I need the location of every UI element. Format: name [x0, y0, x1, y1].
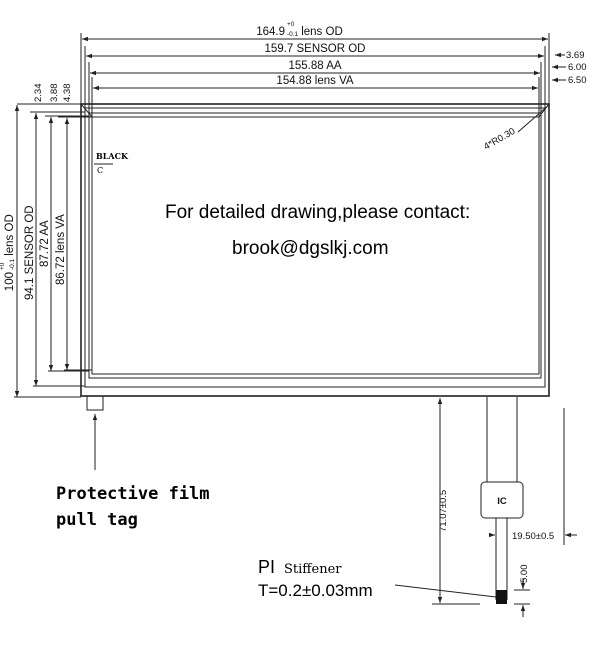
- pull-tag: [86, 395, 104, 411]
- pull-tag-label-2: pull tag: [56, 510, 138, 530]
- dim-right-3: 6.50: [568, 75, 587, 86]
- stiffener-label: Stiffener: [284, 562, 342, 577]
- ic-chip: [480, 481, 524, 519]
- pull-tag-label-1: Protective film: [56, 484, 210, 504]
- dim-left-lens-od-label: lens OD: [4, 214, 16, 256]
- dim-left-lens-od-tol-plus: +0: [0, 262, 6, 270]
- dim-lens-od: 164.9 +0 -0.1 lens OD: [256, 21, 343, 38]
- dim-left-lens-va: 86.72 lens VA: [55, 214, 67, 285]
- dim-aa: 155.88 AA: [288, 60, 341, 72]
- dim-right-2: 6.00: [568, 62, 587, 73]
- va-outline: [91, 116, 540, 375]
- dim-stiffener-length: 5.00: [519, 565, 530, 584]
- dim-right-1: 3.69: [566, 50, 585, 61]
- dim-lens-od-label: lens OD: [301, 26, 343, 38]
- dim-fpc-length: 71.07±0.5: [438, 490, 449, 532]
- ic-label: IC: [497, 496, 507, 507]
- dim-left-sensor-od: 94.1 SENSOR OD: [24, 205, 36, 300]
- dim-left-lens-od: 100 +0 -0.1 lens OD: [0, 214, 16, 291]
- ink-code-label: C: [97, 166, 103, 175]
- contact-note: For detailed drawing,please contact:: [165, 202, 470, 223]
- dim-left-small-3: 4.38: [62, 84, 73, 103]
- sensor-od-outline: [84, 107, 546, 388]
- stiffener-block: [496, 590, 507, 604]
- fpc-cable: IC: [480, 397, 524, 604]
- contact-email: brook@dgslkj.com: [232, 238, 389, 259]
- lens-od-outline: [80, 103, 550, 397]
- dim-left-lens-od-tol-minus: -0.1: [9, 258, 16, 270]
- dim-left-aa: 87.72 AA: [39, 220, 51, 267]
- stiffener-thickness: T=0.2±0.03mm: [258, 581, 373, 600]
- dim-left-lens-od-value: 100: [4, 272, 16, 291]
- corner-radius-label: 4*R0.30: [482, 126, 517, 153]
- stiffener-material: PI: [258, 557, 275, 577]
- ink-color-label: BLACK: [96, 151, 129, 161]
- dim-left-small-1: 2.34: [33, 84, 44, 103]
- dim-sensor-od: 159.7 SENSOR OD: [265, 43, 366, 55]
- dim-lens-od-value: 164.9: [256, 26, 285, 38]
- dim-fpc-offset: 19.50±0.5: [512, 531, 554, 542]
- panel-outline: [80, 103, 550, 397]
- dim-lens-va: 154.88 lens VA: [276, 75, 353, 87]
- dim-lens-od-tol-plus: +0: [287, 21, 295, 28]
- extension-lines: [80, 33, 550, 117]
- dim-left-small-2: 3.88: [49, 84, 60, 103]
- aa-outline: [88, 112, 542, 379]
- dim-lens-od-tol-minus: -0.1: [287, 31, 299, 38]
